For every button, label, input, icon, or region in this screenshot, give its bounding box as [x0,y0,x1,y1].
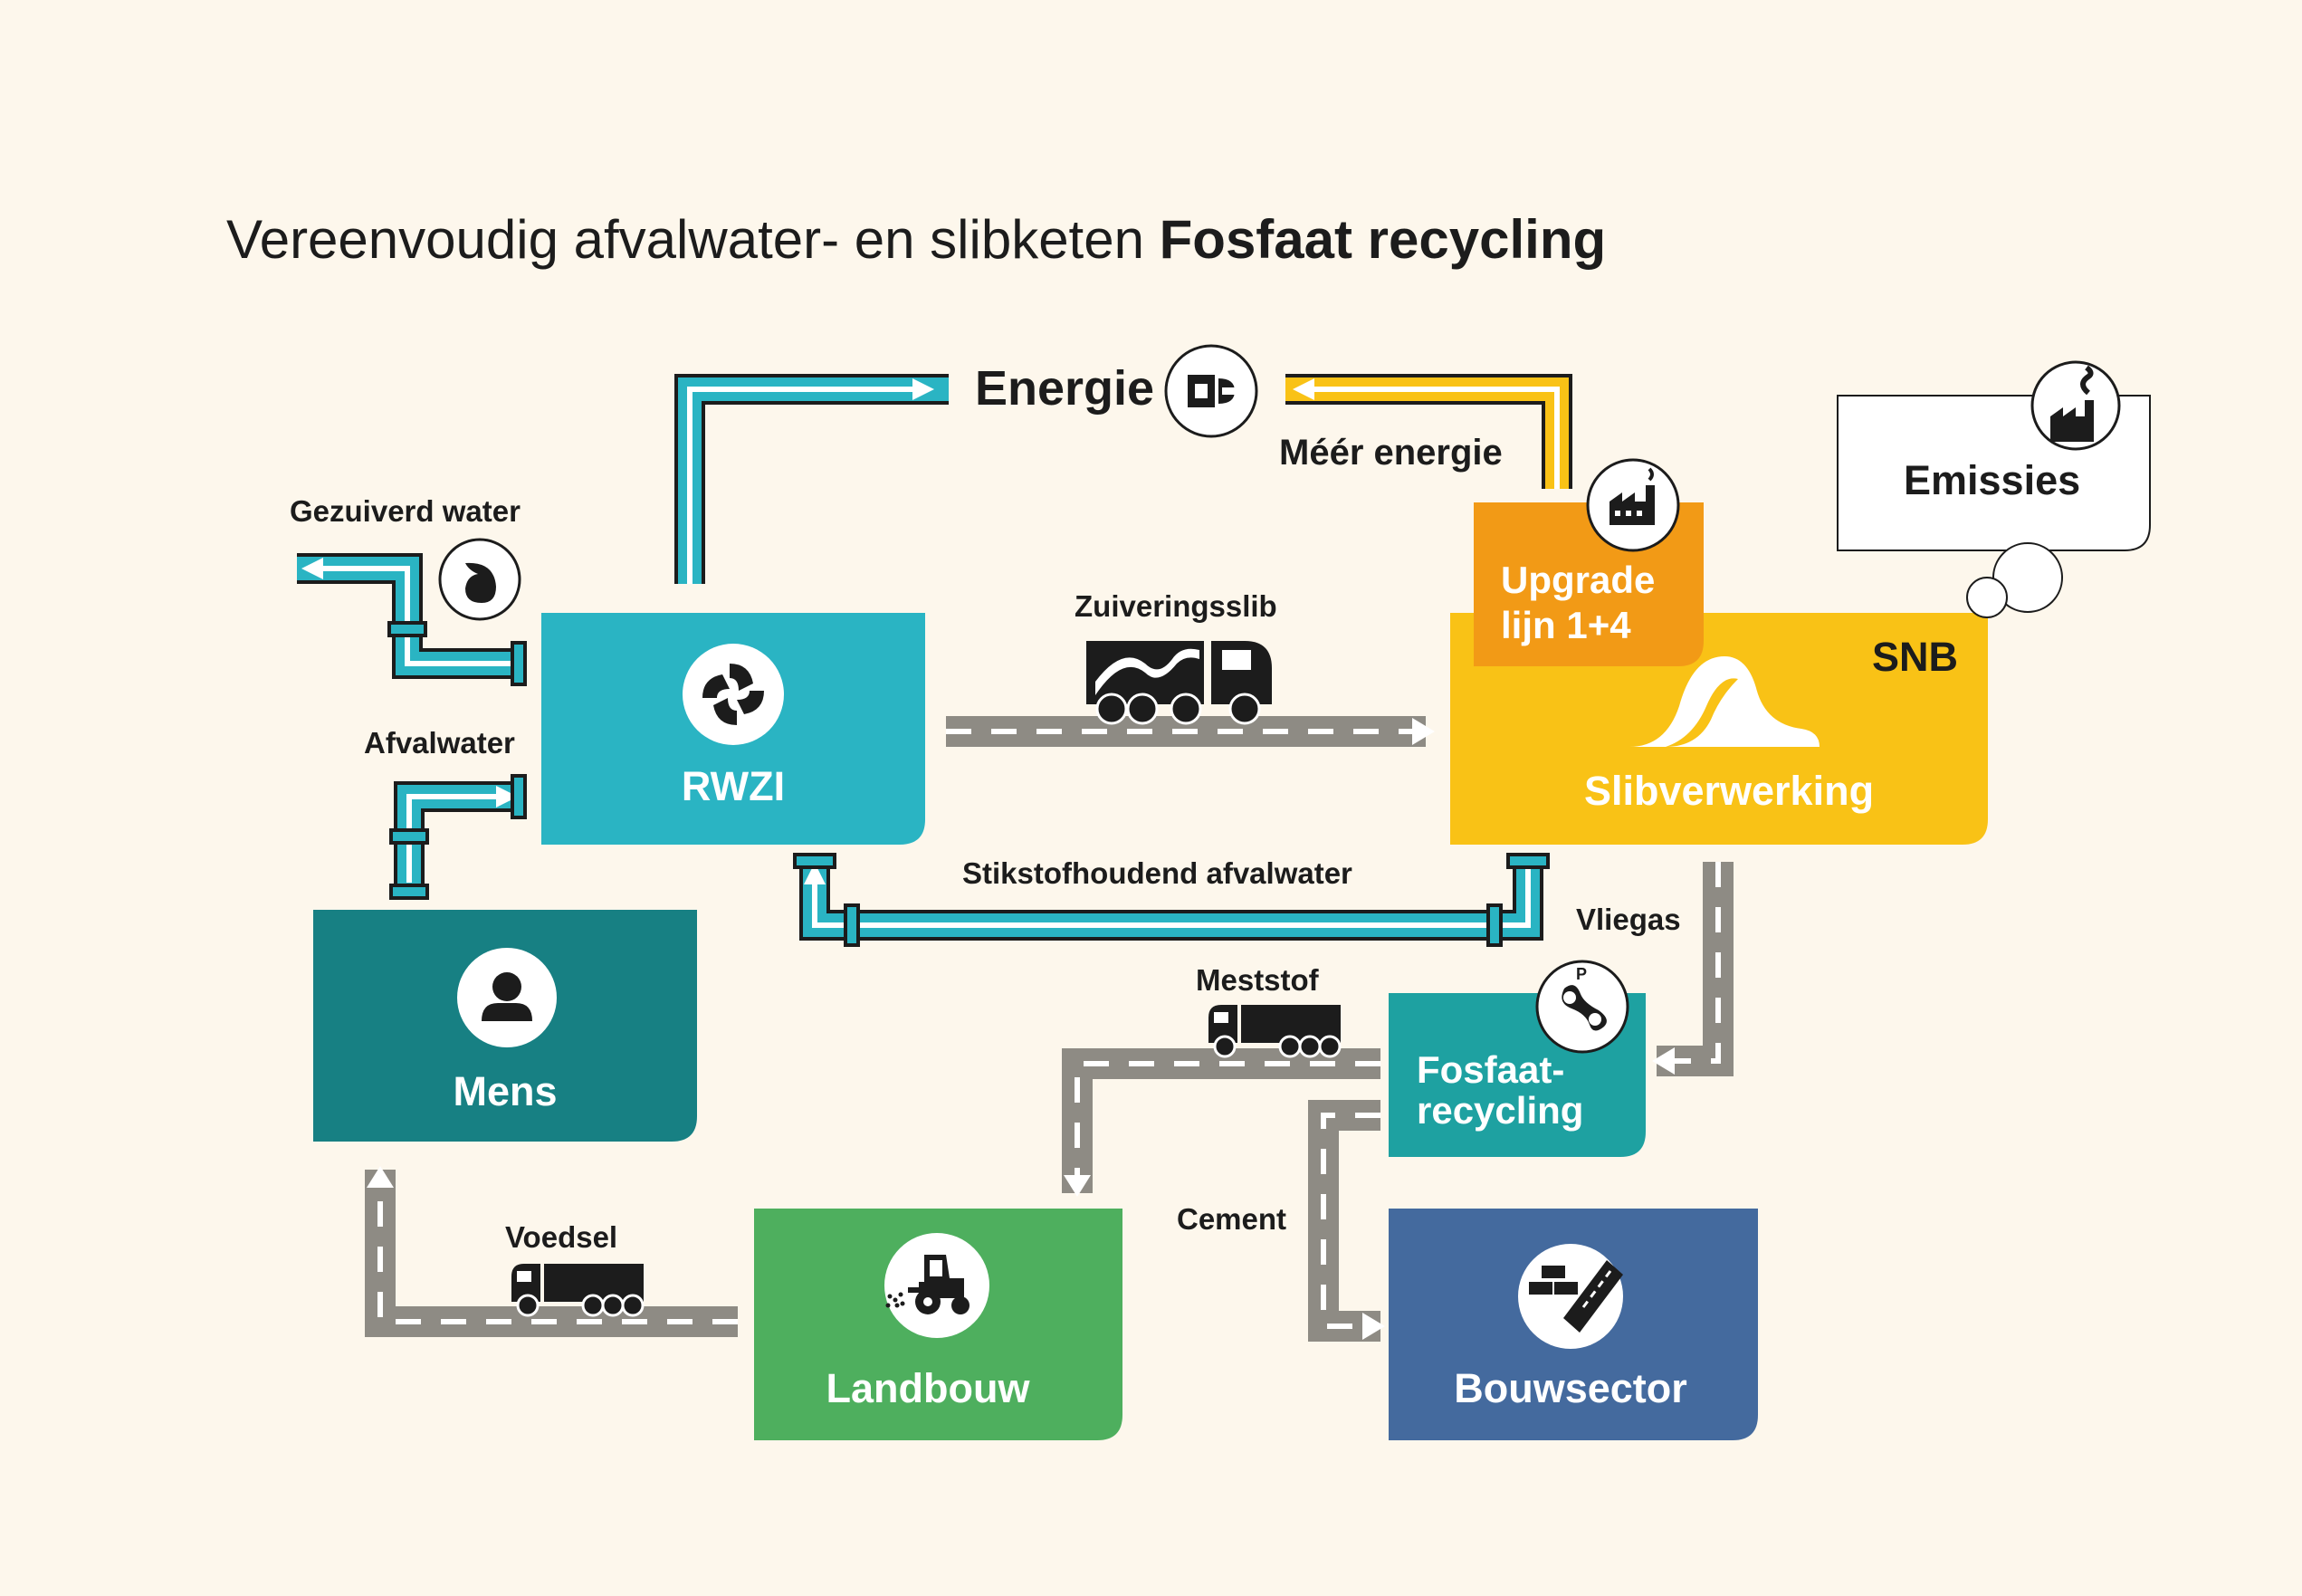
energie-label: Energie [975,361,1155,416]
afvalwater-label: Afvalwater [364,726,515,760]
tractor-icon [884,1233,989,1338]
stikstof-pipe [793,853,1550,947]
afvalwater-pipe [389,774,527,900]
cement-label: Cement [1177,1202,1287,1236]
vliegas-road [1652,862,1734,1076]
meststof-label: Meststof [1196,963,1319,997]
voedsel-road [365,1166,738,1337]
meer-energie-label: Méér energie [1279,433,1503,473]
gezuiverd-water-label: Gezuiverd water [290,494,521,528]
meststof-road [1062,1048,1380,1197]
sludge-truck-icon [1086,641,1272,725]
landbouw-label: Landbouw [826,1365,1030,1411]
truck-icon [1208,1005,1342,1058]
meer-energie-pipe [1285,374,1572,489]
title-bold: Fosfaat recycling [1159,209,1607,270]
fosfaat-icon-letter: P [1576,965,1588,983]
diagram-title: Vereenvoudig afvalwater- en slibketen Fo… [226,208,1606,271]
gezuiverd-water-pipe [297,553,527,686]
rotor-icon [683,644,784,745]
energy-pipe-rwzi [674,374,949,584]
factory-icon [1586,458,1680,552]
vliegas-label: Vliegas [1576,903,1681,936]
sludge-wave-icon [1629,656,1820,747]
rwzi-label: RWZI [681,763,786,809]
fosfaat-label-line2: recycling [1417,1089,1584,1132]
bouwsector-label: Bouwsector [1454,1365,1687,1411]
fosfaat-label-line1: Fosfaat- [1417,1048,1565,1091]
upgrade-label-line2: lijn 1+4 [1501,604,1631,646]
title-regular: Vereenvoudig afvalwater- en slibketen [226,209,1144,270]
mens-label: Mens [453,1068,558,1114]
cement-road [1308,1100,1385,1342]
plug-icon [1164,344,1258,438]
phosphate-icon [1535,960,1629,1054]
bricks-road-icon [1518,1244,1623,1349]
person-icon [457,948,557,1047]
upgrade-label-line1: Upgrade [1501,559,1656,601]
snb-label: SNB [1872,634,1959,680]
zuiveringsslib-label: Zuiveringsslib [1075,589,1277,623]
voedsel-label: Voedsel [505,1220,618,1254]
emissies-label: Emissies [1904,457,2081,503]
truck-icon [511,1264,645,1317]
factory-smoke-icon [2030,360,2121,451]
zuiveringsslib-road [946,716,1435,747]
stikstofhoudend-label: Stikstofhoudend afvalwater [962,856,1352,890]
slibverwerking-label: Slibverwerking [1583,768,1875,814]
water-drop-icon [438,538,521,621]
